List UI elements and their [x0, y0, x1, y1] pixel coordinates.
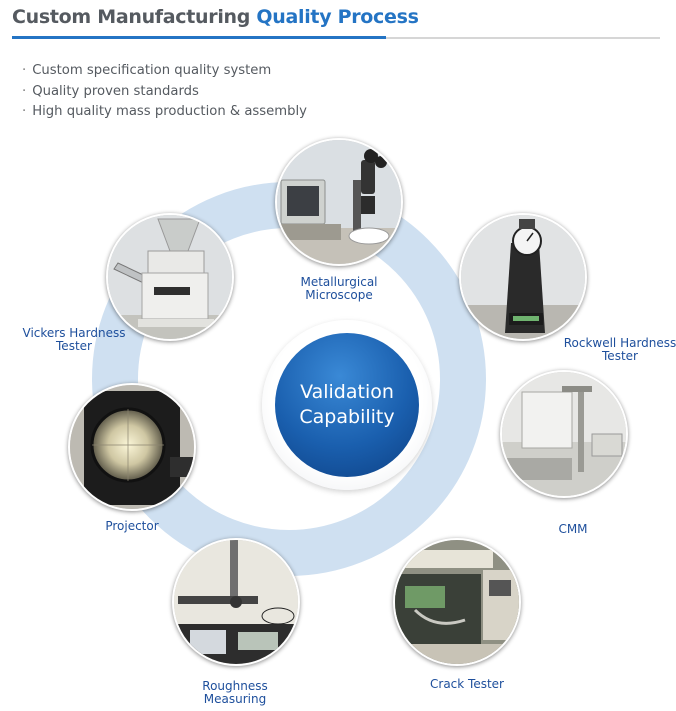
label-line-1: Vickers Hardness [22, 326, 126, 340]
cmm-label: CMM [540, 523, 606, 536]
projector-photo [68, 383, 196, 511]
label-line-2: Measuring [203, 692, 267, 706]
feature-text: Quality proven standards [32, 83, 199, 99]
feature-list: · Custom specification quality system · Qu… [22, 61, 307, 123]
label-line-1: Crack Tester [430, 677, 504, 691]
crack-tester-photo [393, 538, 521, 666]
metallurgical-microscope-photo [275, 138, 403, 266]
center-badge: Validation Capability [275, 333, 419, 477]
bullet-icon: · [22, 63, 27, 78]
center-badge-text: Validation Capability [282, 380, 412, 430]
feature-item: · Quality proven standards [22, 82, 307, 103]
title-accent-underline [12, 36, 386, 39]
crack-tester-icon [395, 540, 519, 664]
feature-item: · High quality mass production & assembly [22, 102, 307, 123]
cmm-photo [500, 370, 628, 498]
roughness-measuring-photo [172, 538, 300, 666]
roughness-measuring-label: Roughness Measuring [180, 680, 290, 706]
vickers-hardness-tester-photo [106, 213, 234, 341]
feature-text: Custom specification quality system [32, 63, 272, 78]
rockwell-hardness-tester-photo [459, 213, 587, 341]
label-line-2: Tester [56, 339, 92, 353]
crack-tester-label: Crack Tester [415, 678, 519, 691]
rockwell-hardness-tester-label: Rockwell Hardness Tester [558, 337, 676, 363]
label-line-1: CMM [558, 522, 588, 536]
bullet-icon: · [22, 104, 27, 119]
metallurgical-microscope-label: Metallurgical Microscope [279, 276, 399, 302]
title-part-1: Custom Manufacturing [12, 6, 257, 28]
label-line-1: Rockwell Hardness [563, 336, 676, 350]
label-line-1: Roughness [202, 679, 268, 693]
cmm-icon [502, 372, 626, 496]
bullet-icon: · [22, 83, 27, 99]
center-line-1: Validation [300, 381, 394, 403]
feature-item: · Custom specification quality system [22, 61, 307, 82]
vickers-hardness-tester-label: Vickers Hardness Tester [14, 327, 134, 353]
feature-text: High quality mass production & assembly [32, 104, 307, 119]
center-line-2: Capability [299, 406, 395, 428]
label-line-2: Microscope [305, 288, 373, 302]
projector-icon [70, 385, 194, 509]
label-line-1: Projector [105, 519, 159, 533]
projector-label: Projector [92, 520, 172, 533]
roughness-tester-icon [174, 540, 298, 664]
hardness-tester-icon [461, 215, 585, 339]
page-title: Custom Manufacturing Quality Process [12, 6, 419, 28]
vickers-tester-icon [108, 215, 232, 339]
microscope-icon [277, 140, 401, 264]
label-line-2: Tester [602, 349, 638, 363]
label-line-1: Metallurgical [300, 275, 378, 289]
title-part-2: Quality Process [256, 6, 419, 28]
